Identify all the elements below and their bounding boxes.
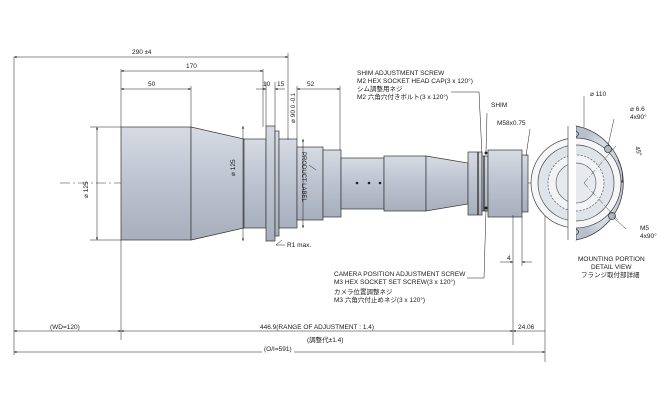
dim-oi: (O/I=591) [262,346,294,354]
dim-range-jp: (調整代±1.4) [307,337,344,344]
dim-angle45: 45° [633,145,643,158]
mount-detail-view [530,96,627,241]
mount-title-en1: MOUNTING PORTION [578,256,645,263]
dim-4x90-a: 4x90° [630,114,647,121]
cam-screw-en2: M3 HEX SOCKET SET SCREW(3 x 120°) [334,279,456,286]
dim-phi6-6: ⌀ 6.6 [630,106,645,113]
cam-screw-jp1: カメラ位置調整ネジ [334,289,393,296]
mount-hole-1 [604,145,612,153]
lens-body [120,125,529,242]
dim-r1: R1 max. [287,242,312,249]
mount-hole-2 [608,212,616,220]
taper-section [190,126,245,241]
dim-24: 24.06 [518,324,535,331]
center-tube [340,157,385,210]
shim-screw-jp2: M2 六角穴付きボルト(3 x 120°) [357,94,449,101]
shim-screw-jp1: シム調整用ネジ [357,86,403,93]
mount-title-en2: DETAIL VIEW [591,264,632,271]
camera-mount [487,149,523,218]
dim-phi125-left: ⌀ 125 [83,181,90,198]
rear-tube [467,151,483,216]
body-details [355,151,488,215]
product-label-text: PRODUCT LABEL [300,152,306,202]
dim-52: 52 [307,81,315,88]
mid-barrel [243,138,267,229]
dim-170: 170 [186,63,197,70]
dim-phi110: ⌀ 110 [590,91,607,98]
dim-50: 50 [148,81,156,88]
shim-screw-en1: SHIM ADJUSTMENT SCREW [357,70,445,77]
cam-screw-jp2: M3 六角穴付止めネジ(3 x 120°) [334,297,426,304]
flange [265,125,276,242]
flange-collar [278,138,298,229]
dim-phi90: ⌀ 90 0 -0.1 [290,92,297,123]
dim-4x90-b: 4x90° [640,233,657,240]
dim-290: 290 ±4 [132,49,152,56]
shim-label: SHIM [491,102,508,109]
dim-15: 15 [277,81,285,88]
dim-4: 4 [507,255,511,262]
dim-m58: M58x0.75 [497,120,526,127]
dim-wd: (WD=120) [50,324,80,331]
front-barrel [120,126,192,241]
shim-screw-en2: M2 HEX SOCKET HEAD CAP(3 x 120°) [357,78,473,85]
dim-10: 10 [263,81,271,88]
dim-range: 446.9(RANGE OF ADJUSTMENT : 1.4) [260,324,375,331]
label-section [296,146,324,221]
mount-title-jp: フランジ取付部詳細 [581,272,640,279]
cam-screw-en1: CAMERA POSITION ADJUSTMENT SCREW [334,271,466,278]
dim-m5: M5 [640,225,650,232]
neck [322,149,342,218]
dim-phi125-mid: ⌀ 125 [230,159,237,176]
